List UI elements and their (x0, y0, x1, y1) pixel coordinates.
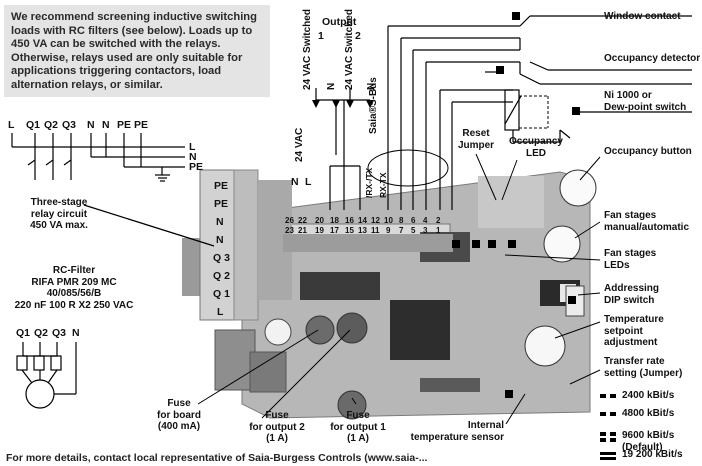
fan-stages-manual-label: Fan stages manual/automatic (604, 210, 690, 233)
relay-line-pe: PE (189, 161, 204, 173)
baud-rate-19200: 19 200 kBit/s (622, 449, 683, 460)
pin-17: 17 (330, 226, 339, 235)
baud-rate-jumper-icons (600, 394, 616, 460)
pin-18: 18 (330, 216, 339, 225)
rc-filter-sketch (16, 342, 77, 409)
sbus-label: Saia®S-Bus (368, 77, 379, 134)
rc-label-q1: Q1 (16, 327, 31, 339)
footer-note: For more details, contact local represen… (6, 452, 428, 464)
relay-top-label-n2: N (102, 119, 110, 131)
output-1-vac-label: 24 VAC Switched (302, 9, 313, 90)
window-contact-label: Window contact (604, 11, 681, 22)
pin-13: 13 (358, 226, 367, 235)
occupancy-led-label: Occupancy LED (509, 136, 563, 159)
term-label-n2: N (216, 234, 224, 246)
rx-tx-bottom-label: RX-TX (378, 172, 388, 199)
pin-4: 4 (423, 216, 428, 225)
pin-1: 1 (436, 226, 441, 235)
pin-8: 8 (399, 216, 404, 225)
pin-label-l: L (305, 176, 312, 188)
output-arrowheads (312, 100, 374, 108)
right-wiring (387, 15, 692, 210)
relay-line-l: L (189, 141, 196, 153)
baud-rate-9600: 9600 kBit/s (Default) (622, 430, 675, 453)
pin-10: 10 (384, 216, 393, 225)
relay-top-label-pe2: PE (134, 119, 149, 131)
pcb-components (264, 169, 597, 420)
pin-16: 16 (345, 216, 354, 225)
term-label-pe2: PE (214, 198, 229, 210)
pin-5: 5 (411, 226, 416, 235)
pin-14: 14 (358, 216, 367, 225)
addressing-dip-label: Addressing DIP switch (604, 283, 660, 306)
baud-rate-4800: 4800 kBit/s (622, 408, 675, 419)
relay-top-label-q2: Q2 (44, 119, 59, 131)
pin-label-n: N (291, 176, 299, 188)
relay-top-label-pe1: PE (117, 119, 132, 131)
transfer-rate-label: Transfer rate setting (Jumper) (604, 356, 683, 379)
relay-top-label-q3: Q3 (62, 119, 77, 131)
pin-26: 26 (285, 216, 294, 225)
pin-2: 2 (436, 216, 441, 225)
output-lines (315, 88, 370, 210)
rc-label-q3: Q3 (52, 327, 67, 339)
occupancy-detector-label: Occupancy detector (604, 53, 701, 64)
occupancy-button-label: Occupancy button (604, 146, 692, 157)
pin-23: 23 (285, 226, 294, 235)
rx-tx-top-label: /RX-/TX (364, 167, 374, 198)
temp-setpoint-label: Temperature setpoint adjustment (604, 314, 664, 348)
output-title: Output (322, 16, 357, 28)
output-num-1: 1 (318, 30, 324, 42)
output-2-vac-label: 24 VAC Switched (344, 9, 355, 90)
marker-squares (452, 12, 580, 398)
terminal-strip-top (283, 234, 453, 252)
term-label-q1: Q 1 (213, 288, 230, 300)
relay-top-label-q1: Q1 (26, 119, 41, 131)
term-label-q3: Q 3 (213, 252, 230, 264)
pin-15: 15 (345, 226, 354, 235)
output-num-2: 2 (355, 30, 361, 42)
pin-19: 19 (315, 226, 324, 235)
relay-circuit-caption: Three-stage relay circuit 450 VA max. (30, 197, 88, 231)
pin-6: 6 (411, 216, 416, 225)
relay-top-label-l: L (8, 119, 15, 131)
pin-21: 21 (298, 226, 307, 235)
fuse-output-1-label: Fuse for output 1 (1 A) (330, 410, 386, 444)
pin-9: 9 (386, 226, 391, 235)
pin-11: 11 (371, 226, 380, 235)
relay-line-n: N (189, 151, 197, 163)
fuse-output-2-label: Fuse for output 2 (1 A) (249, 410, 305, 444)
pin-22: 22 (298, 216, 307, 225)
callout-lines (197, 149, 601, 425)
rc-label-n: N (72, 327, 80, 339)
reset-jumper-label: Reset Jumper (457, 128, 495, 151)
pin-3: 3 (423, 226, 428, 235)
rc-filter-caption: RC-Filter RIFA PMR 209 MC 40/085/56/B 22… (14, 265, 134, 311)
pin-12: 12 (371, 216, 380, 225)
term-label-n1: N (216, 216, 224, 228)
fuse-board-label: Fuse for board (400 mA) (157, 398, 201, 432)
baud-rate-2400: 2400 kBit/s (622, 390, 675, 401)
term-label-l: L (217, 306, 224, 318)
supply-vac-label: 24 VAC (294, 127, 305, 162)
term-label-pe1: PE (214, 180, 229, 192)
ni1000-label: Ni 1000 or Dew-point switch (604, 90, 687, 113)
output-1-n-label: N (326, 82, 337, 90)
dashed-lines (519, 95, 549, 129)
term-label-q2: Q 2 (213, 270, 230, 282)
pin-7: 7 (399, 226, 404, 235)
relay-bus-lines (11, 133, 215, 247)
fan-stages-leds-label: Fan stages LEDs (604, 248, 657, 271)
pin-20: 20 (315, 216, 324, 225)
internal-sensor-label: Internal temperature sensor (410, 420, 504, 443)
recommendation-note: We recommend screening inductive switchi… (4, 5, 270, 97)
terminal-block-left (199, 169, 292, 321)
rc-label-q2: Q2 (34, 327, 49, 339)
relay-top-label-n1: N (87, 119, 95, 131)
